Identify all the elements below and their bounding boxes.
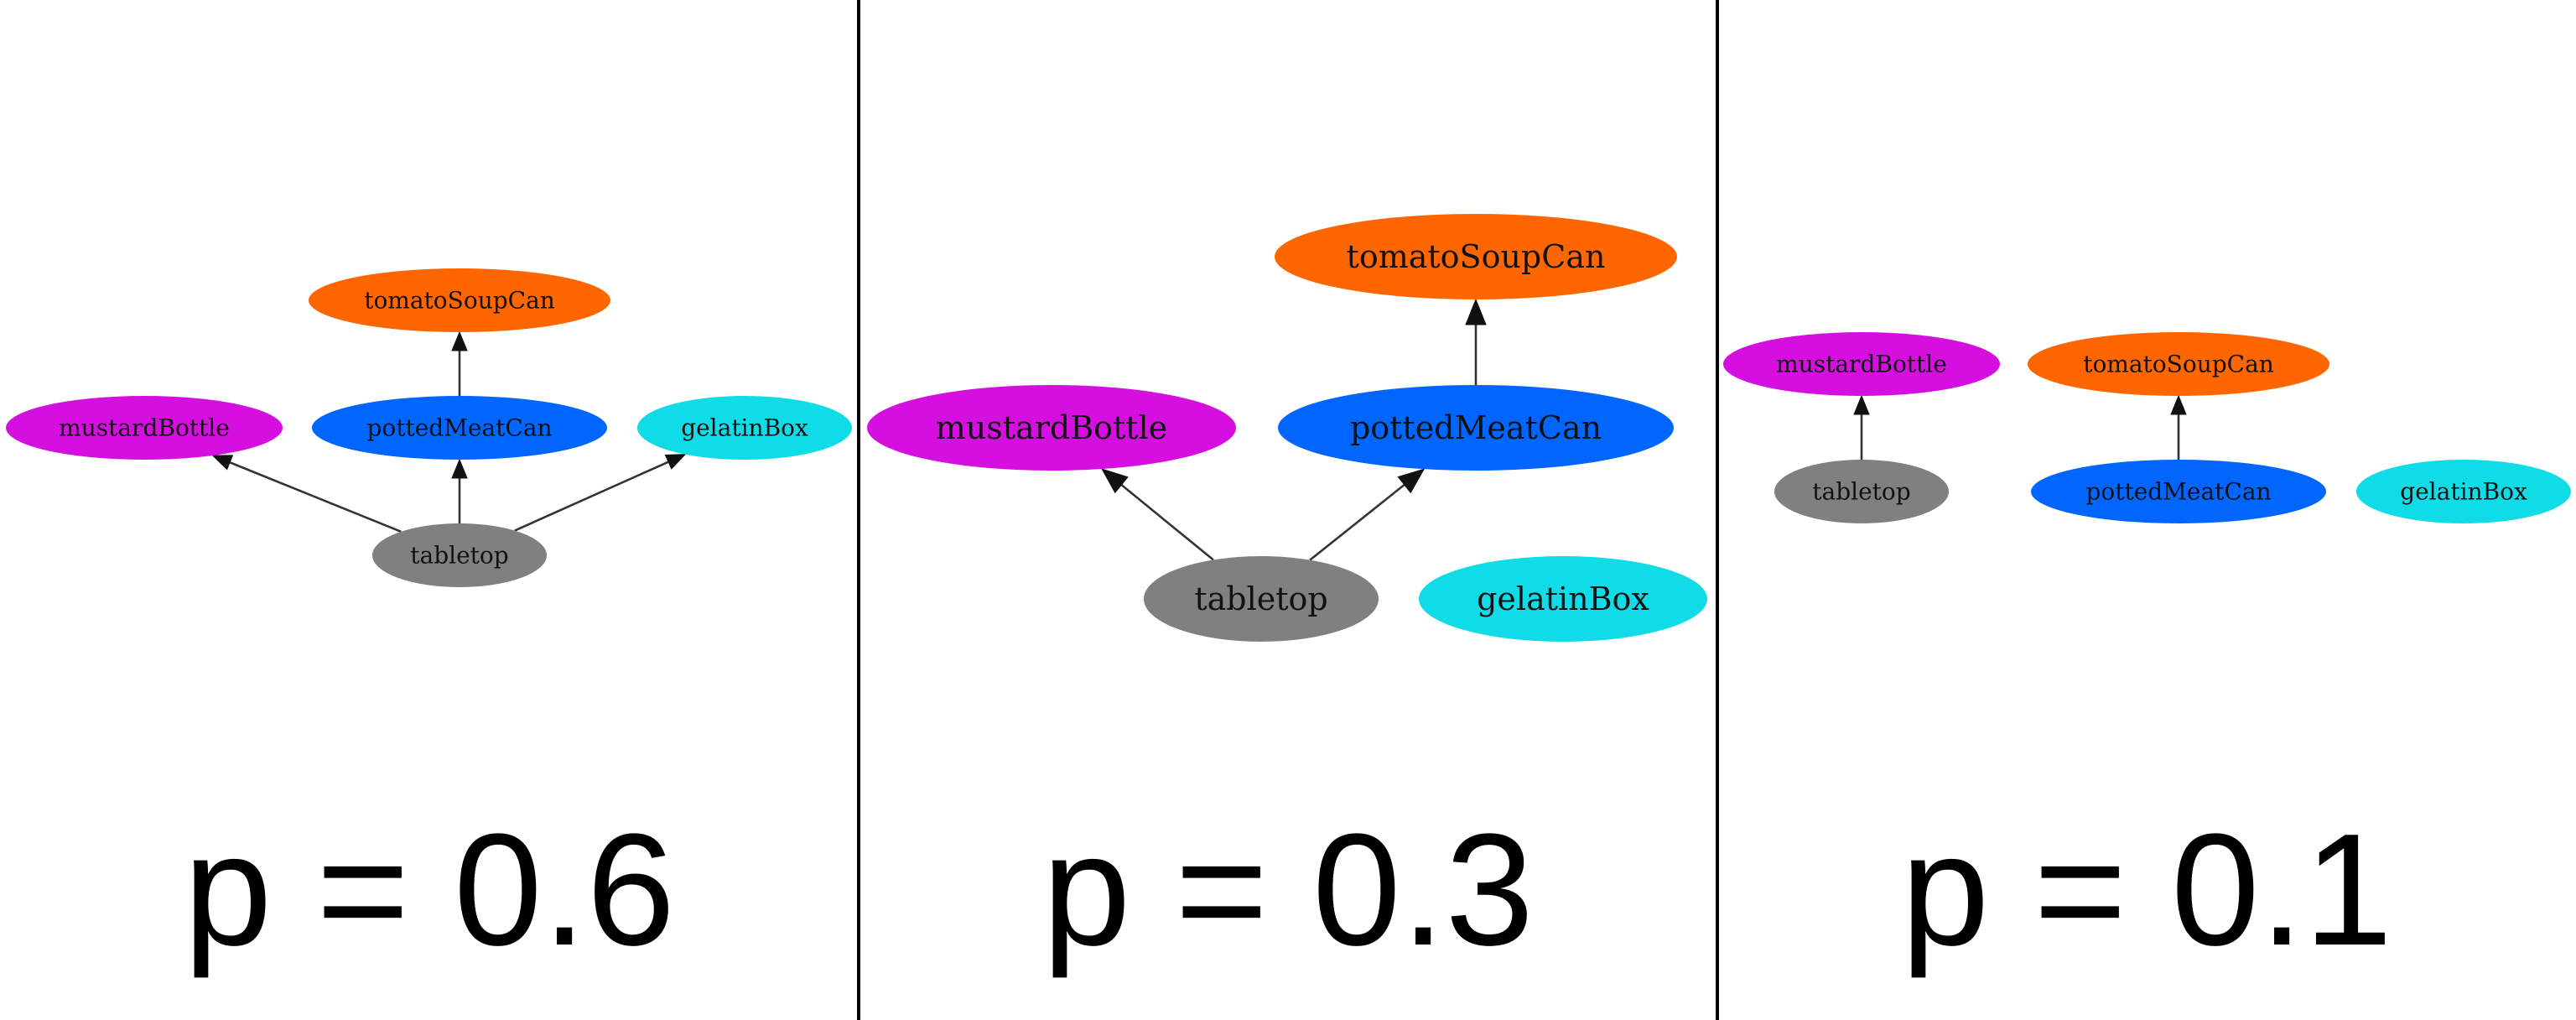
arrowhead-mustard-bottle bbox=[1853, 394, 1870, 415]
node-tomato-soup-can: tomatoSoupCan bbox=[2028, 332, 2329, 396]
node-tomato-soup-can-label: tomatoSoupCan bbox=[1347, 238, 1606, 275]
node-gelatin-box: gelatinBox bbox=[2356, 460, 2571, 523]
arrowhead-tomato-soup-can bbox=[2170, 394, 2187, 415]
node-tabletop-ellipse bbox=[1774, 460, 1949, 523]
node-mustard-bottle-ellipse bbox=[1723, 332, 2000, 396]
node-tomato-soup-can-label: tomatoSoupCan bbox=[364, 287, 555, 315]
node-gelatin-box-ellipse bbox=[637, 396, 852, 460]
arrowhead-potted-meat-can bbox=[1397, 468, 1426, 494]
panel-caption: p = 0.1 bbox=[1901, 801, 2392, 979]
node-tabletop-label: tabletop bbox=[1194, 580, 1327, 617]
edge-tabletop-to-gelatin-box bbox=[514, 461, 669, 532]
arrowhead-tomato-soup-can bbox=[1465, 298, 1487, 325]
node-gelatin-box-ellipse bbox=[2356, 460, 2571, 523]
node-tomato-soup-can-label: tomatoSoupCan bbox=[2083, 351, 2274, 378]
node-mustard-bottle-label: mustardBottle bbox=[59, 414, 230, 442]
panel-p-0-3: tomatoSoupCan mustardBottle pottedMeatCan t… bbox=[867, 214, 1707, 979]
node-potted-meat-can-label: pottedMeatCan bbox=[366, 414, 552, 442]
arrowhead-mustard-bottle bbox=[211, 455, 234, 471]
panel-caption: p = 0.3 bbox=[1042, 801, 1534, 979]
arrowhead-mustard-bottle bbox=[1101, 468, 1129, 494]
node-potted-meat-can-label: pottedMeatCan bbox=[1350, 409, 1602, 446]
panel-p-0-6: tomatoSoupCan mustardBottle pottedMeatCan g… bbox=[6, 268, 852, 979]
node-potted-meat-can-ellipse bbox=[1278, 385, 1674, 471]
arrowhead-tomato-soup-can bbox=[451, 330, 468, 351]
node-potted-meat-can: pottedMeatCan bbox=[1278, 385, 1674, 471]
node-gelatin-box: gelatinBox bbox=[1419, 556, 1707, 642]
node-mustard-bottle-label: mustardBottle bbox=[936, 409, 1167, 446]
panel-caption: p = 0.6 bbox=[184, 801, 675, 979]
node-potted-meat-can-label: pottedMeatCan bbox=[2085, 478, 2271, 506]
node-gelatin-box-label: gelatinBox bbox=[681, 414, 808, 442]
edge-tabletop-to-potted-meat-can bbox=[1309, 483, 1405, 561]
node-potted-meat-can: pottedMeatCan bbox=[312, 396, 607, 460]
edge-tabletop-to-mustard-bottle bbox=[1120, 484, 1214, 561]
node-tabletop: tabletop bbox=[1144, 556, 1379, 642]
node-tomato-soup-can: tomatoSoupCan bbox=[309, 268, 610, 332]
node-tabletop-label: tabletop bbox=[1812, 478, 1910, 506]
node-mustard-bottle: mustardBottle bbox=[1723, 332, 2000, 396]
panel-p-0-1: mustardBottle tomatoSoupCan tabletop potted… bbox=[1723, 332, 2571, 979]
node-tomato-soup-can: tomatoSoupCan bbox=[1275, 214, 1677, 299]
node-gelatin-box: gelatinBox bbox=[637, 396, 852, 460]
arrowhead-gelatin-box bbox=[664, 454, 687, 470]
node-mustard-bottle: mustardBottle bbox=[867, 385, 1236, 471]
node-mustard-bottle-ellipse bbox=[6, 396, 283, 460]
node-potted-meat-can: pottedMeatCan bbox=[2031, 460, 2326, 523]
node-tabletop-ellipse bbox=[1144, 556, 1379, 642]
edge-tabletop-to-mustard-bottle bbox=[229, 461, 402, 533]
node-mustard-bottle-ellipse bbox=[867, 385, 1236, 471]
node-tabletop-label: tabletop bbox=[410, 542, 508, 570]
node-potted-meat-can-ellipse bbox=[312, 396, 607, 460]
node-tomato-soup-can-ellipse bbox=[1275, 214, 1677, 299]
node-tomato-soup-can-ellipse bbox=[309, 268, 610, 332]
node-mustard-bottle-label: mustardBottle bbox=[1776, 351, 1947, 378]
node-tabletop: tabletop bbox=[372, 523, 547, 587]
arrowhead-potted-meat-can bbox=[451, 458, 468, 479]
node-mustard-bottle: mustardBottle bbox=[6, 396, 283, 460]
node-gelatin-box-ellipse bbox=[1419, 556, 1707, 642]
node-gelatin-box-label: gelatinBox bbox=[1477, 580, 1649, 617]
node-potted-meat-can-ellipse bbox=[2031, 460, 2326, 523]
node-tomato-soup-can-ellipse bbox=[2028, 332, 2329, 396]
node-tabletop-ellipse bbox=[372, 523, 547, 587]
node-tabletop: tabletop bbox=[1774, 460, 1949, 523]
node-gelatin-box-label: gelatinBox bbox=[2400, 478, 2527, 506]
